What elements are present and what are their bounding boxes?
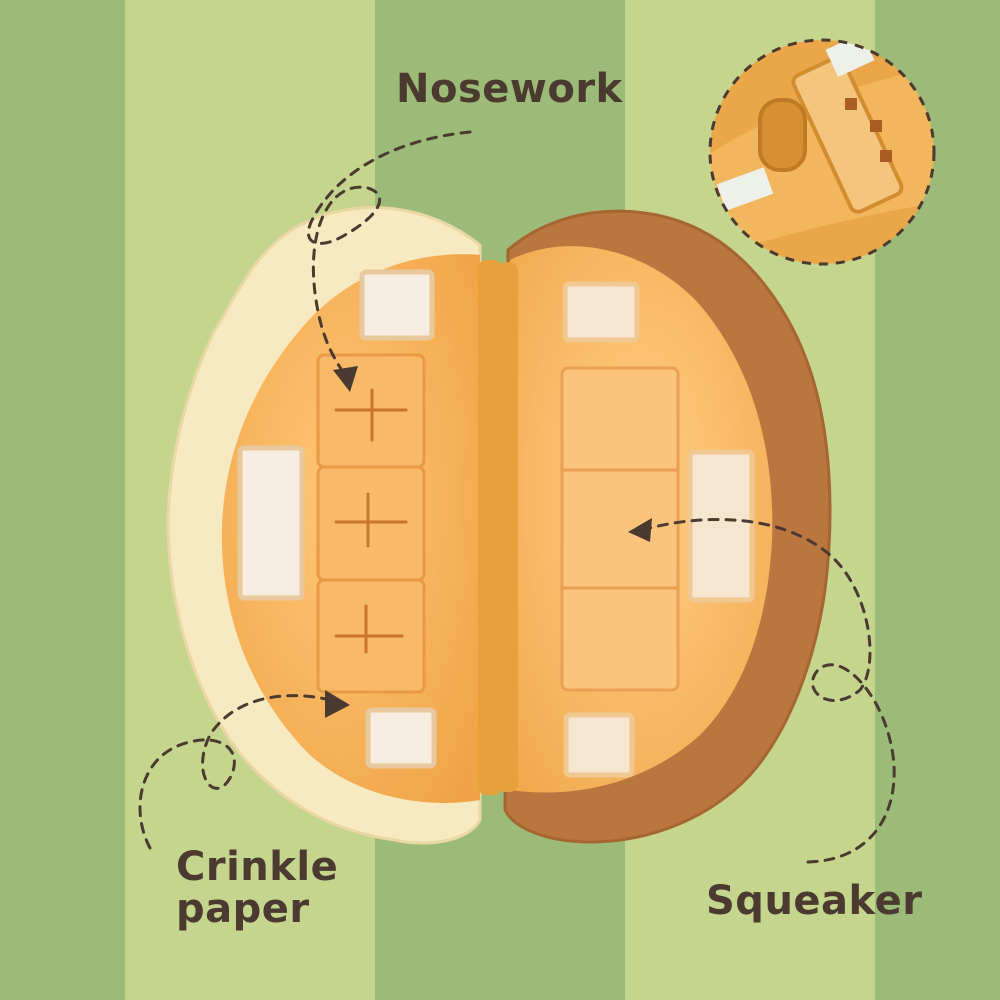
left-seam <box>478 260 502 795</box>
velcro-patch <box>562 281 640 343</box>
velcro-patch <box>237 445 305 601</box>
squeaker-label: Squeaker <box>706 878 923 924</box>
slit-marks <box>334 388 408 654</box>
dashed-arrow-icon <box>138 130 896 864</box>
crinkle-paper-label: Crinkle paper <box>176 844 339 932</box>
arrowhead-icon <box>628 518 652 542</box>
squeaker-pocket <box>560 366 680 692</box>
velcro-patch <box>365 707 437 769</box>
right-seam <box>498 262 518 792</box>
right-toy-half <box>498 209 832 844</box>
closeup-inset-icon <box>708 38 936 266</box>
arrowhead-icon <box>333 366 358 392</box>
velcro-patch <box>359 269 435 341</box>
velcro-patch <box>687 449 755 603</box>
arrowhead-icon <box>325 690 350 718</box>
velcro-patch <box>563 712 635 778</box>
left-toy-half <box>166 206 502 845</box>
nosework-label: Nosework <box>396 66 623 112</box>
